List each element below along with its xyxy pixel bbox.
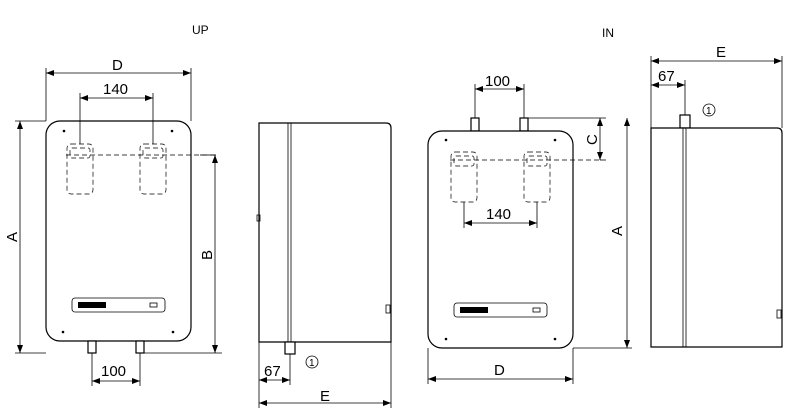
view-up-side: 1 67 E xyxy=(256,122,392,408)
dim-C-in: C xyxy=(584,134,601,145)
label-in: IN xyxy=(602,26,614,40)
control-panel-in xyxy=(453,302,548,318)
dim-140-up: 140 xyxy=(103,81,128,98)
heater-body-front-in xyxy=(427,130,574,349)
pipe-outlet-side-up xyxy=(284,341,296,355)
heater-body-front-up xyxy=(45,120,192,342)
svg-text:1: 1 xyxy=(706,106,712,117)
dim-100-in: 100 xyxy=(485,73,510,90)
view-in-side: 1 E 67 xyxy=(650,44,783,348)
dim-100-up: 100 xyxy=(101,363,126,380)
dim-E-up: E xyxy=(320,388,330,405)
view-in-front: IN 100 140 C xyxy=(427,26,632,384)
dim-D-in: D xyxy=(494,362,505,379)
pipe-inlet-right xyxy=(519,117,529,132)
heater-body-side-up xyxy=(258,122,392,343)
view-up-front: UP D 140 A xyxy=(4,23,222,386)
dim-A-in: A xyxy=(609,226,626,236)
dim-67-up: 67 xyxy=(264,363,281,380)
pipe-outlet-left xyxy=(87,340,97,354)
heater-body-side-in xyxy=(650,127,783,348)
pipe-outlet-right xyxy=(135,340,145,354)
pipe-inlet-left xyxy=(470,117,480,132)
callout-1-in xyxy=(702,103,716,117)
dim-67-in: 67 xyxy=(658,68,675,85)
label-up: UP xyxy=(192,23,209,37)
brand-logo xyxy=(78,302,106,308)
pipe-inlet-side xyxy=(679,114,691,129)
svg-text:1: 1 xyxy=(309,358,315,369)
dim-A-up: A xyxy=(4,232,21,242)
dim-140-in: 140 xyxy=(486,206,511,223)
dim-B-up: B xyxy=(199,250,216,260)
callout-1-up xyxy=(305,355,319,369)
dim-E-in: E xyxy=(716,44,726,61)
dim-D-up: D xyxy=(112,57,123,74)
control-panel xyxy=(71,297,166,313)
